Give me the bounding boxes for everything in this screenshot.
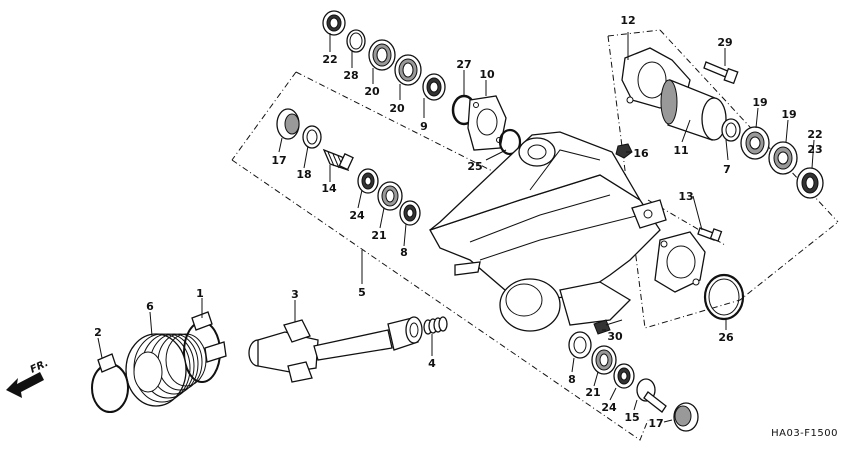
- universal-joint-3: [248, 316, 423, 383]
- bearing-21-upper: [377, 181, 403, 211]
- bolt-13: [697, 227, 723, 242]
- part-label-27: 27: [456, 58, 471, 71]
- housing-12: [621, 47, 691, 109]
- bolt-29: [703, 61, 739, 85]
- driveshaft-group: [91, 311, 448, 413]
- part-label-20-left: 20: [364, 85, 380, 98]
- part-label-30: 30: [607, 330, 623, 343]
- part-label-17-upper: 17: [271, 154, 286, 167]
- diagram-code: HA03-F1500: [771, 428, 838, 439]
- part-label-15: 15: [624, 411, 639, 424]
- front-direction-arrow: FR.: [6, 358, 50, 398]
- part-label-10: 10: [479, 68, 495, 81]
- seal-24-upper: [357, 168, 379, 194]
- seal-22-upper: [322, 10, 346, 36]
- part-label-5: 5: [358, 286, 366, 299]
- outline-main-group: [231, 159, 649, 441]
- leader-lines: [97, 32, 815, 423]
- part-label-20-right: 20: [389, 102, 405, 115]
- part-label-8-lower: 8: [568, 373, 576, 386]
- bearing-19-right: [768, 141, 798, 175]
- part-label-21-lower: 21: [585, 386, 600, 399]
- swingarm-body: [429, 131, 706, 332]
- seal-8-lower: [568, 331, 592, 359]
- spring-4: [423, 316, 448, 335]
- part-label-25: 25: [467, 160, 482, 173]
- cap-17-upper: [276, 108, 300, 140]
- o-ring-25: [498, 128, 522, 156]
- part-label-17-lower: 17: [648, 417, 663, 430]
- part-label-12: 12: [620, 14, 635, 27]
- part-label-22-upper: 22: [322, 53, 337, 66]
- part-label-13: 13: [678, 190, 693, 203]
- boot-6: [125, 333, 207, 407]
- seal-18: [302, 125, 322, 149]
- part-label-2: 2: [94, 326, 102, 339]
- part-label-14: 14: [321, 182, 337, 195]
- seal-9: [422, 73, 446, 101]
- part-label-23: 23: [807, 143, 822, 156]
- part-label-28: 28: [343, 69, 358, 82]
- pivot-bolt-14: [322, 148, 354, 172]
- seal-8-upper: [399, 200, 421, 226]
- clamp-1: [183, 311, 227, 383]
- part-label-22-right: 22: [807, 128, 822, 141]
- part-label-9: 9: [420, 120, 428, 133]
- upper-bearing-stack: [322, 10, 522, 156]
- left-bearing-stack: [276, 108, 421, 226]
- part-label-6: 6: [146, 300, 154, 313]
- part-label-3: 3: [291, 288, 299, 301]
- part-label-21-upper: 21: [371, 229, 386, 242]
- ring-28: [346, 29, 366, 53]
- bearing-21-lower: [591, 345, 617, 375]
- part-label-19-right: 19: [781, 108, 796, 121]
- part-label-29: 29: [717, 36, 732, 49]
- part-label-18: 18: [296, 168, 311, 181]
- part-label-24-lower: 24: [601, 401, 617, 414]
- part-label-19-left: 19: [752, 96, 767, 109]
- outline-hub-top: [607, 29, 661, 37]
- part-label-7: 7: [723, 163, 731, 176]
- bearing-20-upper-right: [394, 54, 422, 86]
- nut-16: [615, 143, 633, 159]
- seal-22-23-right: [796, 167, 824, 199]
- part-label-8-upper: 8: [400, 246, 408, 259]
- cap-17-lower: [673, 402, 699, 432]
- part-label-16: 16: [633, 147, 649, 160]
- cap-10: [467, 95, 507, 151]
- part-labels: 1 2 3 4 5 6 7 8 8 9 10 11 12 13 14 15 16…: [94, 14, 822, 430]
- sleeve-11: [660, 79, 727, 141]
- clamp-2: [91, 353, 129, 413]
- part-label-11: 11: [673, 144, 688, 157]
- part-label-24-upper: 24: [349, 209, 365, 222]
- outline-hub-right: [659, 29, 839, 223]
- lower-bearing-stack: [568, 319, 699, 432]
- seal-7: [721, 118, 741, 142]
- arrow-icon: [6, 372, 44, 398]
- bearing-20-upper-left: [368, 39, 396, 71]
- seal-24-lower: [613, 363, 635, 389]
- outline-upper-bearing-left: [231, 71, 297, 161]
- part-label-26: 26: [718, 331, 734, 344]
- part-label-4: 4: [428, 357, 436, 370]
- gasket-26: [703, 273, 745, 321]
- bearing-19-left: [740, 126, 770, 160]
- pivot-bolt-15: [636, 378, 667, 413]
- right-hub-group: [615, 47, 824, 242]
- part-label-1: 1: [196, 287, 204, 300]
